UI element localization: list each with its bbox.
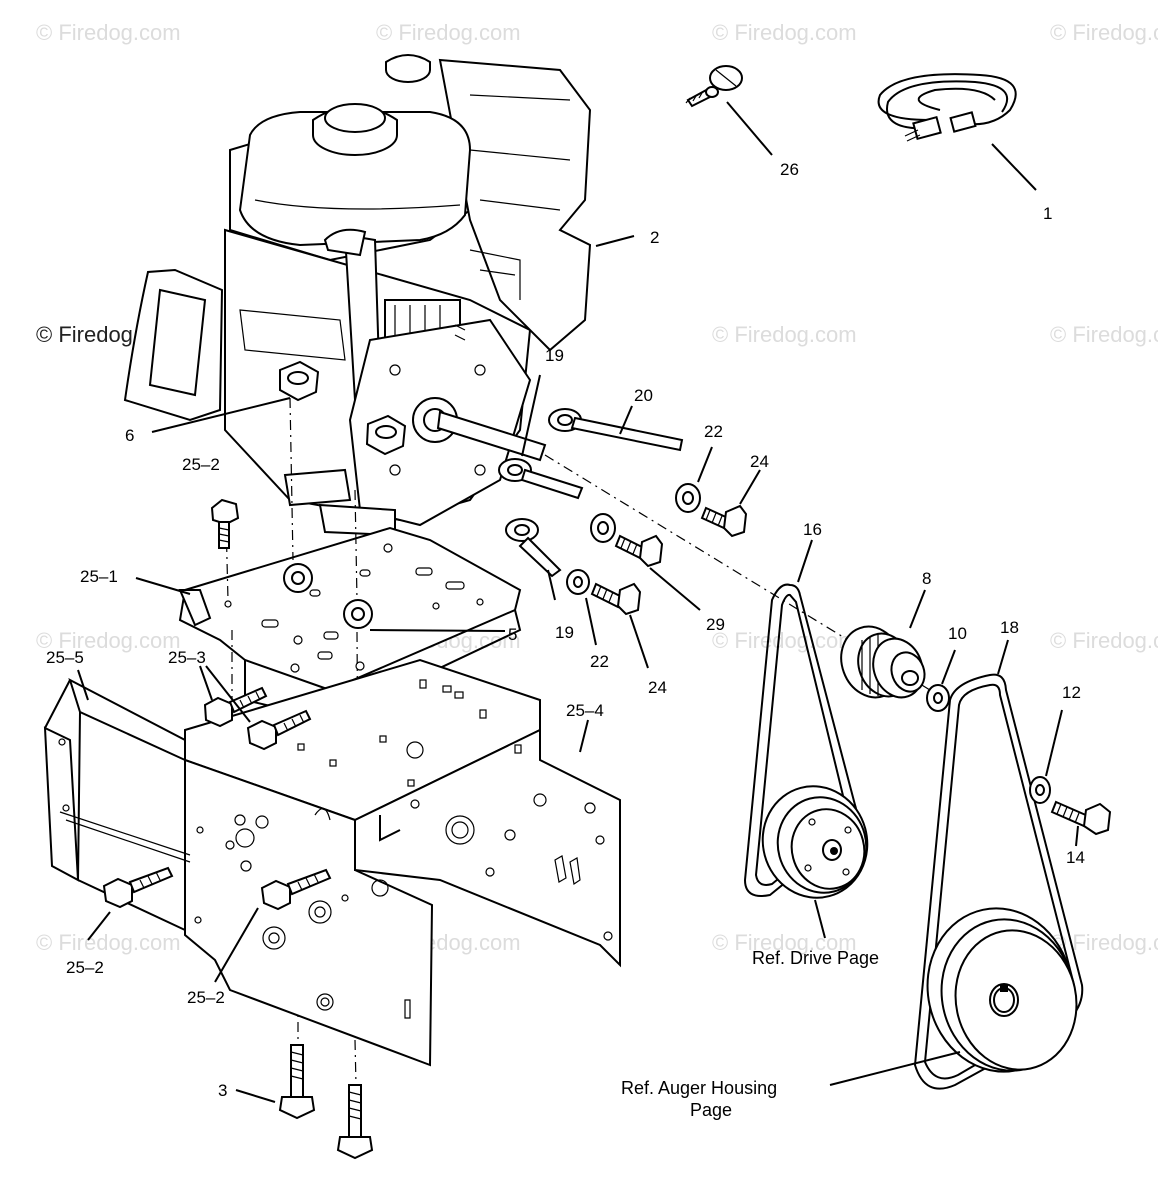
callout-25-2: 25–2 [66,958,104,977]
watermark: © Firedog.com [1050,20,1158,45]
callout-19: 19 [555,623,574,642]
callout-2: 2 [650,228,660,247]
hex-bolt [614,534,664,568]
callout-18: 18 [1000,618,1019,637]
carriage-bolt [278,1044,316,1120]
watermark: © Firedog.com [1050,322,1158,347]
callout-25-2: 25–2 [182,455,220,474]
washer [1029,776,1051,804]
watermark: © Firedog.com [36,628,181,653]
washer [675,483,701,513]
hex-bolt [590,582,642,616]
callout-25-1: 25–1 [80,567,118,586]
watermark: © Firedog.com [36,20,181,45]
eyebolt [505,518,562,578]
carriage-bolt [336,1084,374,1160]
engine-pulley [840,625,926,699]
eyebolt [498,458,584,500]
callout-1: 1 [1043,204,1053,223]
drive-pulley [761,785,869,899]
callout-3: 3 [218,1081,228,1100]
callout-22: 22 [590,652,609,671]
engine [123,54,592,537]
callout-10: 10 [948,624,967,643]
hex-bolt [246,709,312,751]
callout-29: 29 [706,615,725,634]
ref-auger-housing-line1: Ref. Auger Housing [621,1078,778,1098]
callout-5: 5 [508,625,518,644]
callout-20: 20 [634,386,653,405]
callout-25-2: 25–2 [187,988,225,1007]
callout-8: 8 [922,569,932,588]
watermark: © Firedog.com [712,20,857,45]
watermark: © Firedog.com [712,322,857,347]
washer [566,569,590,595]
auger-pulley [926,907,1078,1073]
callout-12: 12 [1062,683,1081,702]
hex-bolt [210,498,240,549]
callout-25-3: 25–3 [168,648,206,667]
ref-auger-housing-line2: Page [690,1100,733,1120]
ref-drive-page: Ref. Drive Page [752,948,880,968]
callout-14: 14 [1066,848,1085,867]
watermark: © Firedog.com [712,930,857,955]
callout-26: 26 [780,160,799,179]
callout-19: 19 [545,346,564,365]
mounting-bracket [43,677,191,931]
nut [365,414,407,456]
watermark: © Firedog.com [36,930,181,955]
washer [590,513,616,543]
nut [279,360,320,402]
callout-25-5: 25–5 [46,648,84,667]
hex-bolt [1050,800,1112,836]
callout-24: 24 [750,452,769,471]
hex-bolt [102,866,174,909]
watermark: © Firedog.com [1050,628,1158,653]
extension-cord [877,73,1017,142]
hex-bolt [203,686,268,728]
eyebolt [548,408,684,452]
watermark: © Firedog.com [712,628,857,653]
hex-bolt [260,868,332,911]
hex-bolt [700,504,748,538]
callout-24: 24 [648,678,667,697]
washer [926,684,950,712]
callout-22: 22 [704,422,723,441]
callout-16: 16 [803,520,822,539]
watermark: © Firedog.com [376,20,521,45]
mounting-plate [178,526,522,722]
callout-6: 6 [125,426,135,445]
callout-25-4: 25–4 [566,701,604,720]
ignition-key [685,65,743,108]
frame [184,658,621,1067]
